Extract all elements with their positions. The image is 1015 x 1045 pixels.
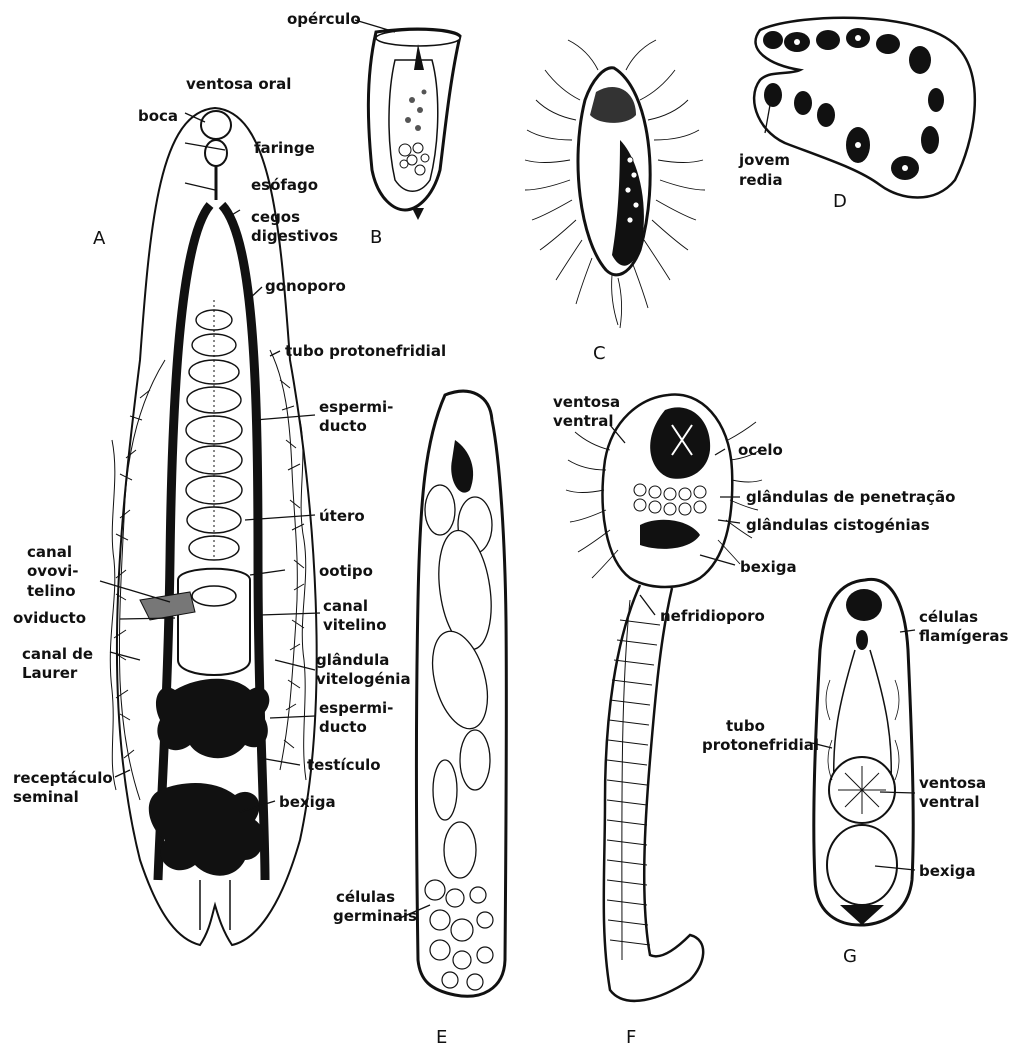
label-canal-vitelino-1: canal <box>323 597 368 615</box>
figure-d-sporocyst <box>754 18 975 198</box>
label-bexiga-a: bexiga <box>279 793 336 811</box>
panel-letter-e: E <box>436 1027 447 1045</box>
panel-letter-d: D <box>833 191 847 212</box>
label-canal-de-laurer-2: Laurer <box>22 664 78 682</box>
label-faringe: faringe <box>254 139 315 157</box>
label-bexiga-g: bexiga <box>919 862 976 880</box>
label-celulas-flamigeras-2: flamígeras <box>919 627 1008 645</box>
label-canal-de-laurer-1: canal de <box>22 645 93 663</box>
label-digestivos: digestivos <box>251 227 338 245</box>
label-canal-ovovitelino-3: telino <box>27 582 76 600</box>
figure-c-miracidium <box>525 40 705 328</box>
label-operculo: opérculo <box>287 10 361 28</box>
label-esofago: esófago <box>251 176 318 194</box>
figure-f-cercaria <box>566 394 762 1000</box>
label-ventosa-ventral-f-2: ventral <box>553 412 613 430</box>
label-ocelo: ocelo <box>738 441 783 459</box>
panel-letter-c: C <box>593 343 606 364</box>
label-ventosa-oral: ventosa oral <box>186 75 291 93</box>
label-canal-ovovitelino-2: ovovi- <box>27 562 79 580</box>
label-glandula-vitelogenia-1: glândula <box>316 651 389 669</box>
label-nefridioporo: nefridioporo <box>660 607 765 625</box>
panel-letter-f: F <box>626 1027 636 1045</box>
label-celulas-germinais-2: germinais <box>333 907 417 925</box>
label-boca: boca <box>138 107 178 125</box>
label-oviducto: oviducto <box>13 609 86 627</box>
label-canal-vitelino-2: vitelino <box>323 616 387 634</box>
label-ventosa-ventral-f-1: ventosa <box>553 393 620 411</box>
label-canal-ovovitelino-1: canal <box>27 543 72 561</box>
label-espermiducto-2b: ducto <box>319 718 367 736</box>
label-ootipo: ootipo <box>319 562 373 580</box>
panel-letter-a: A <box>93 228 106 249</box>
label-utero: útero <box>319 507 365 525</box>
label-testiculo: testículo <box>307 756 381 774</box>
figure-g-metacercaria <box>814 579 913 925</box>
label-glandula-vitelogenia-2: vitelogénia <box>316 670 411 688</box>
label-celulas-flamigeras-1: células <box>919 608 978 626</box>
label-espermiducto-2a: espermi- <box>319 699 393 717</box>
label-receptaculo-seminal-2: seminal <box>13 788 79 806</box>
label-tubo-protonefridial-g-1: tubo <box>726 717 765 735</box>
label-gonoporo: gonoporo <box>265 277 346 295</box>
label-glandulas-penetracao: glândulas de penetração <box>746 488 955 506</box>
label-redia: redia <box>739 171 783 189</box>
label-tubo-protonefridial-a: tubo protonefridial <box>285 342 446 360</box>
panel-letter-g: G <box>843 946 857 967</box>
label-espermiducto-1b: ducto <box>319 417 367 435</box>
label-jovem: jovem <box>738 151 790 169</box>
label-ventosa-ventral-g-2: ventral <box>919 793 979 811</box>
figure-b-egg <box>368 29 460 220</box>
label-cegos: cegos <box>251 208 300 226</box>
panel-letter-b: B <box>370 227 382 248</box>
label-receptaculo-seminal-1: receptáculo <box>13 769 113 787</box>
label-ventosa-ventral-g-1: ventosa <box>919 774 986 792</box>
label-espermiducto-1a: espermi- <box>319 398 393 416</box>
label-tubo-protonefridial-g-2: protonefridial <box>702 736 819 754</box>
label-bexiga-f: bexiga <box>740 558 797 576</box>
label-glandulas-cistogenias: glândulas cistogénias <box>746 516 930 534</box>
label-celulas-germinais-1: células <box>336 888 395 906</box>
